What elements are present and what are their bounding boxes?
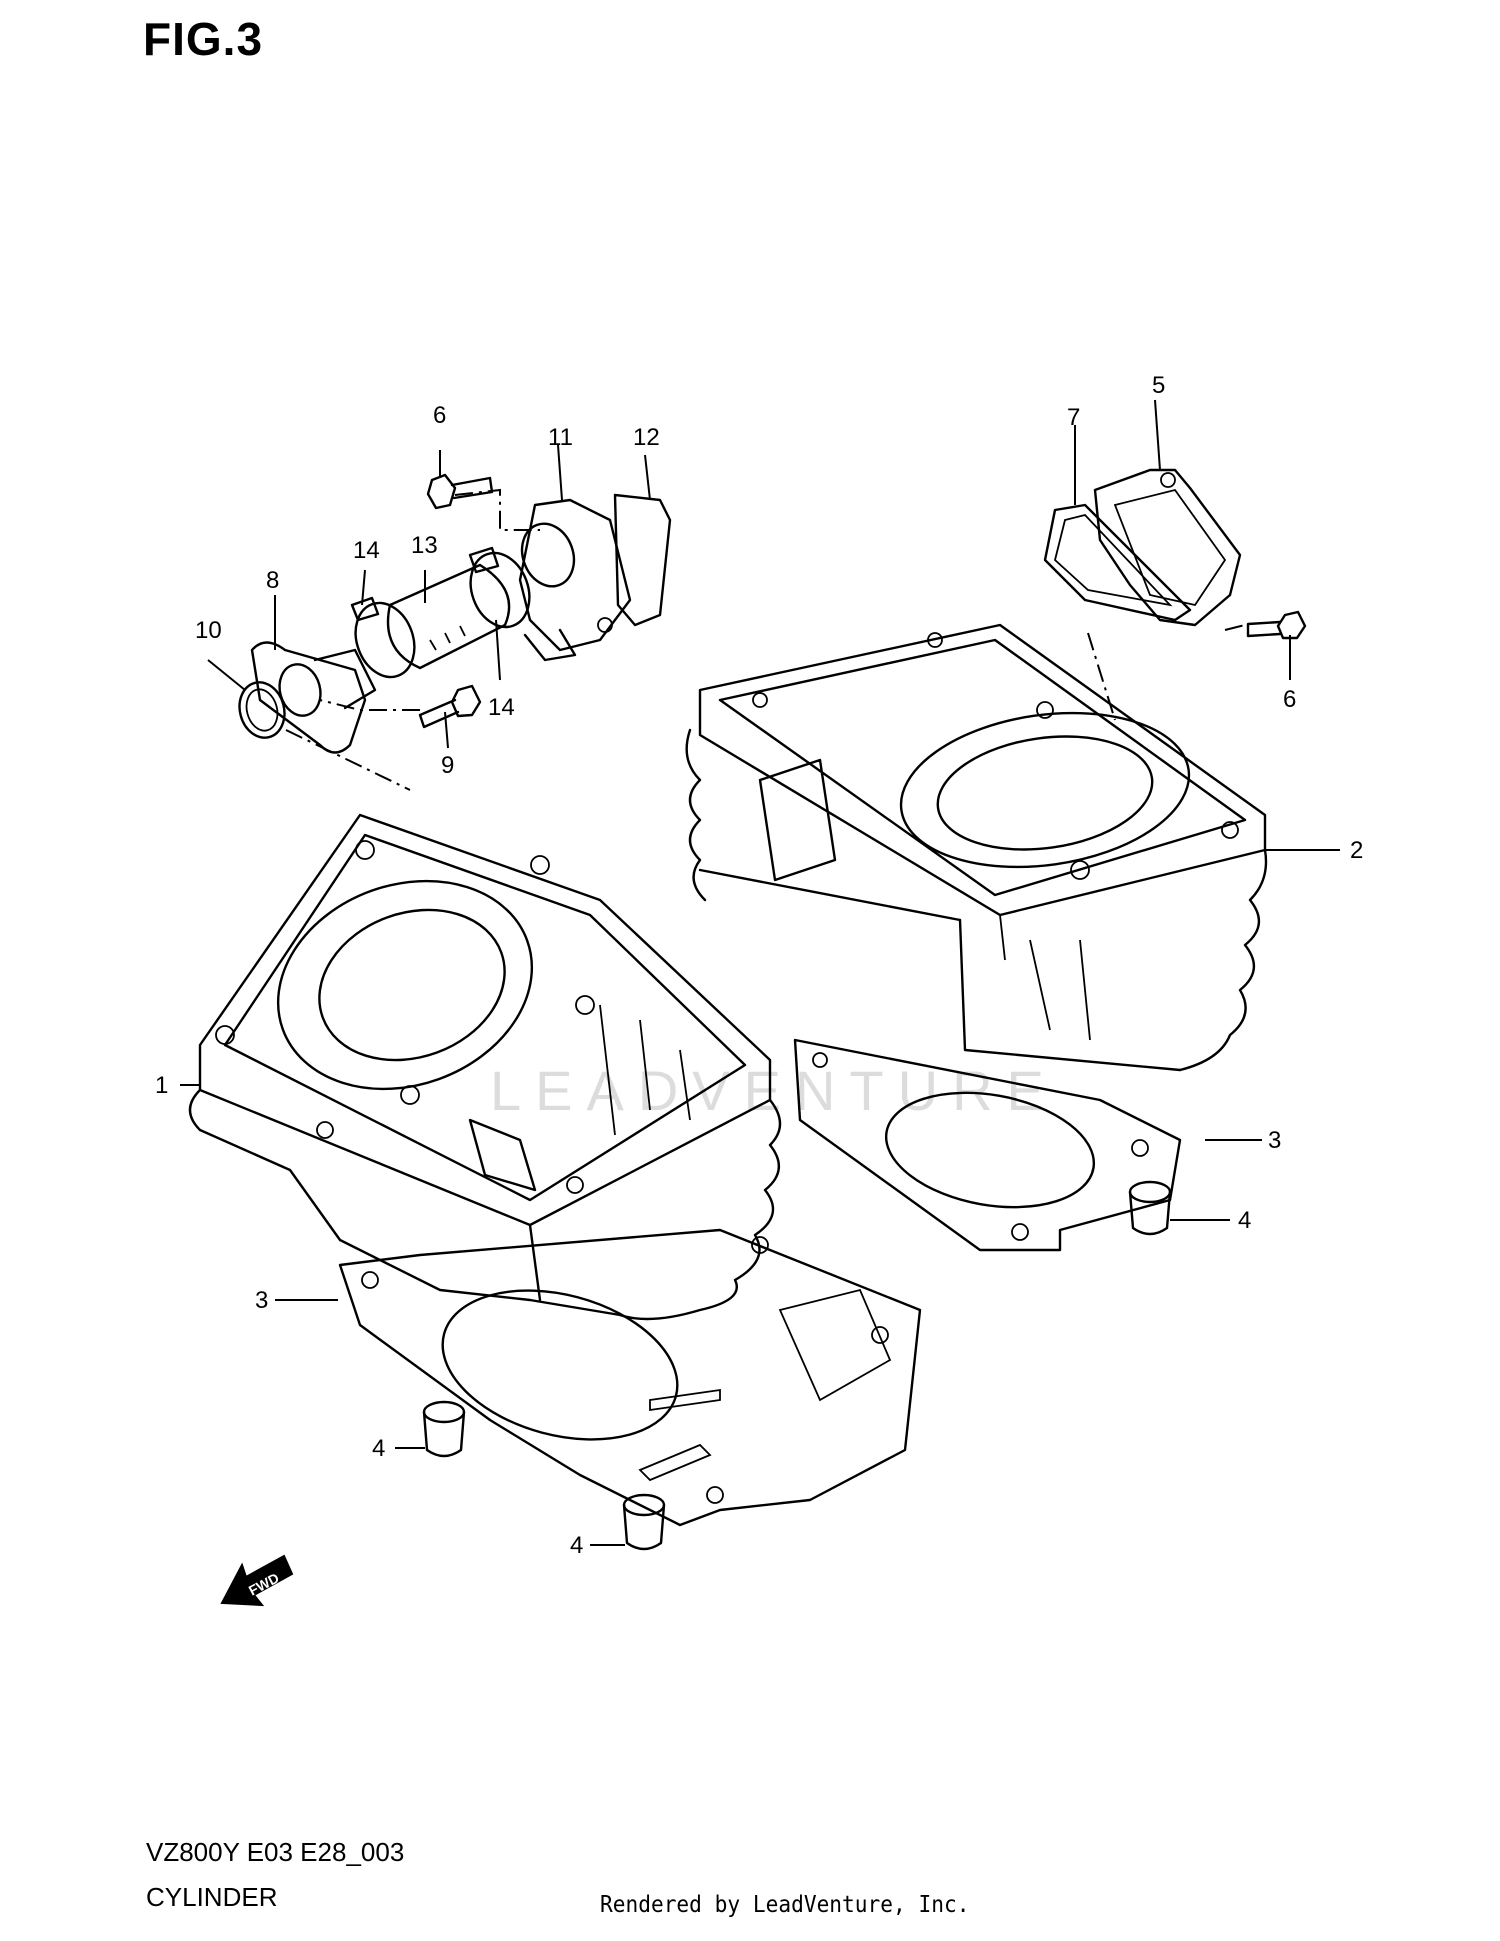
bolt-cover bbox=[1246, 610, 1307, 640]
callout-1: 1 bbox=[155, 1072, 168, 1099]
callout-12: 12 bbox=[633, 424, 660, 451]
front-cylinder bbox=[188, 813, 782, 1321]
water-outlet-fitting bbox=[518, 498, 632, 662]
rendered-by-credit: Rendered by LeadVenture, Inc. bbox=[600, 1892, 970, 1918]
front-dowel-pin-1 bbox=[422, 1400, 466, 1458]
figure-title: FIG.3 bbox=[143, 13, 264, 65]
callout-13: 13 bbox=[411, 532, 438, 559]
callout-2: 2 bbox=[1350, 837, 1363, 864]
callout-4-front-1: 4 bbox=[372, 1435, 385, 1462]
callout-3-front: 3 bbox=[255, 1287, 268, 1314]
bolt-upper bbox=[426, 473, 494, 510]
callout-14-right: 14 bbox=[488, 694, 515, 721]
callout-14-left: 14 bbox=[353, 537, 380, 564]
callout-3-rear: 3 bbox=[1268, 1127, 1281, 1154]
front-dowel-pin-2 bbox=[622, 1493, 666, 1551]
callout-6-upper: 6 bbox=[433, 402, 446, 429]
hose-clamp-right bbox=[468, 546, 531, 629]
outlet-gasket bbox=[613, 493, 672, 627]
cover-gasket bbox=[1043, 503, 1192, 622]
rear-cylinder bbox=[685, 623, 1268, 1072]
front-base-gasket bbox=[338, 1228, 922, 1527]
watermark-text: LEADVENTURE bbox=[490, 1059, 1058, 1122]
callout-11: 11 bbox=[548, 424, 573, 451]
callout-9: 9 bbox=[441, 752, 454, 779]
bolt-lower bbox=[418, 684, 482, 729]
callout-7: 7 bbox=[1067, 404, 1080, 431]
water-hose bbox=[386, 563, 511, 670]
callout-8: 8 bbox=[266, 567, 279, 594]
hose-clamp-left bbox=[350, 596, 416, 679]
thermostat-cover bbox=[1093, 468, 1242, 627]
callout-4-rear: 4 bbox=[1238, 1207, 1251, 1234]
rear-base-gasket bbox=[793, 1038, 1182, 1252]
diagram-name: CYLINDER bbox=[146, 1882, 278, 1912]
diagram-code: VZ800Y E03 E28_003 bbox=[146, 1837, 405, 1867]
callout-4-front-2: 4 bbox=[570, 1532, 583, 1559]
rear-dowel-pin bbox=[1128, 1180, 1172, 1236]
callout-5: 5 bbox=[1152, 372, 1165, 399]
callout-6-right: 6 bbox=[1283, 686, 1296, 713]
forward-arrow-icon: FWD bbox=[220, 1554, 294, 1607]
leader-lines bbox=[180, 399, 1340, 1546]
callout-10: 10 bbox=[195, 617, 222, 644]
